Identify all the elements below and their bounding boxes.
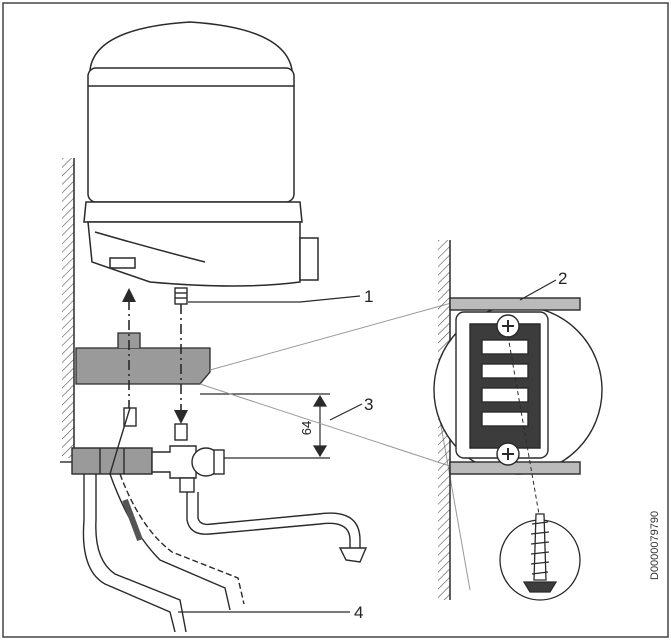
detail-projection-lines	[199, 299, 471, 591]
callout-1: 1	[364, 287, 373, 306]
callout-2: 2	[558, 269, 567, 288]
mounting-lines	[128, 300, 182, 412]
heater-connection	[174, 287, 188, 305]
arrow-up-icon	[122, 288, 136, 302]
drain-hoses	[82, 407, 245, 633]
callout-3-leader	[329, 403, 363, 421]
left-wall	[62, 158, 75, 458]
screw-head-icon	[502, 320, 514, 460]
screw-icon	[499, 513, 581, 601]
arrow-down-icon	[174, 410, 188, 424]
dimension-value: 64	[299, 421, 314, 435]
outlet-spout	[186, 492, 368, 563]
callout-1-leader	[188, 295, 361, 303]
callout-3: 3	[364, 395, 373, 414]
callout-4: 4	[354, 603, 363, 622]
water-heater-tank	[83, 21, 319, 287]
document-code: D0000079790	[649, 511, 661, 580]
callout-2-leader	[519, 279, 557, 301]
screw-axis-line	[507, 335, 541, 521]
detail-bracket	[449, 297, 581, 475]
wall-bracket	[75, 332, 211, 385]
